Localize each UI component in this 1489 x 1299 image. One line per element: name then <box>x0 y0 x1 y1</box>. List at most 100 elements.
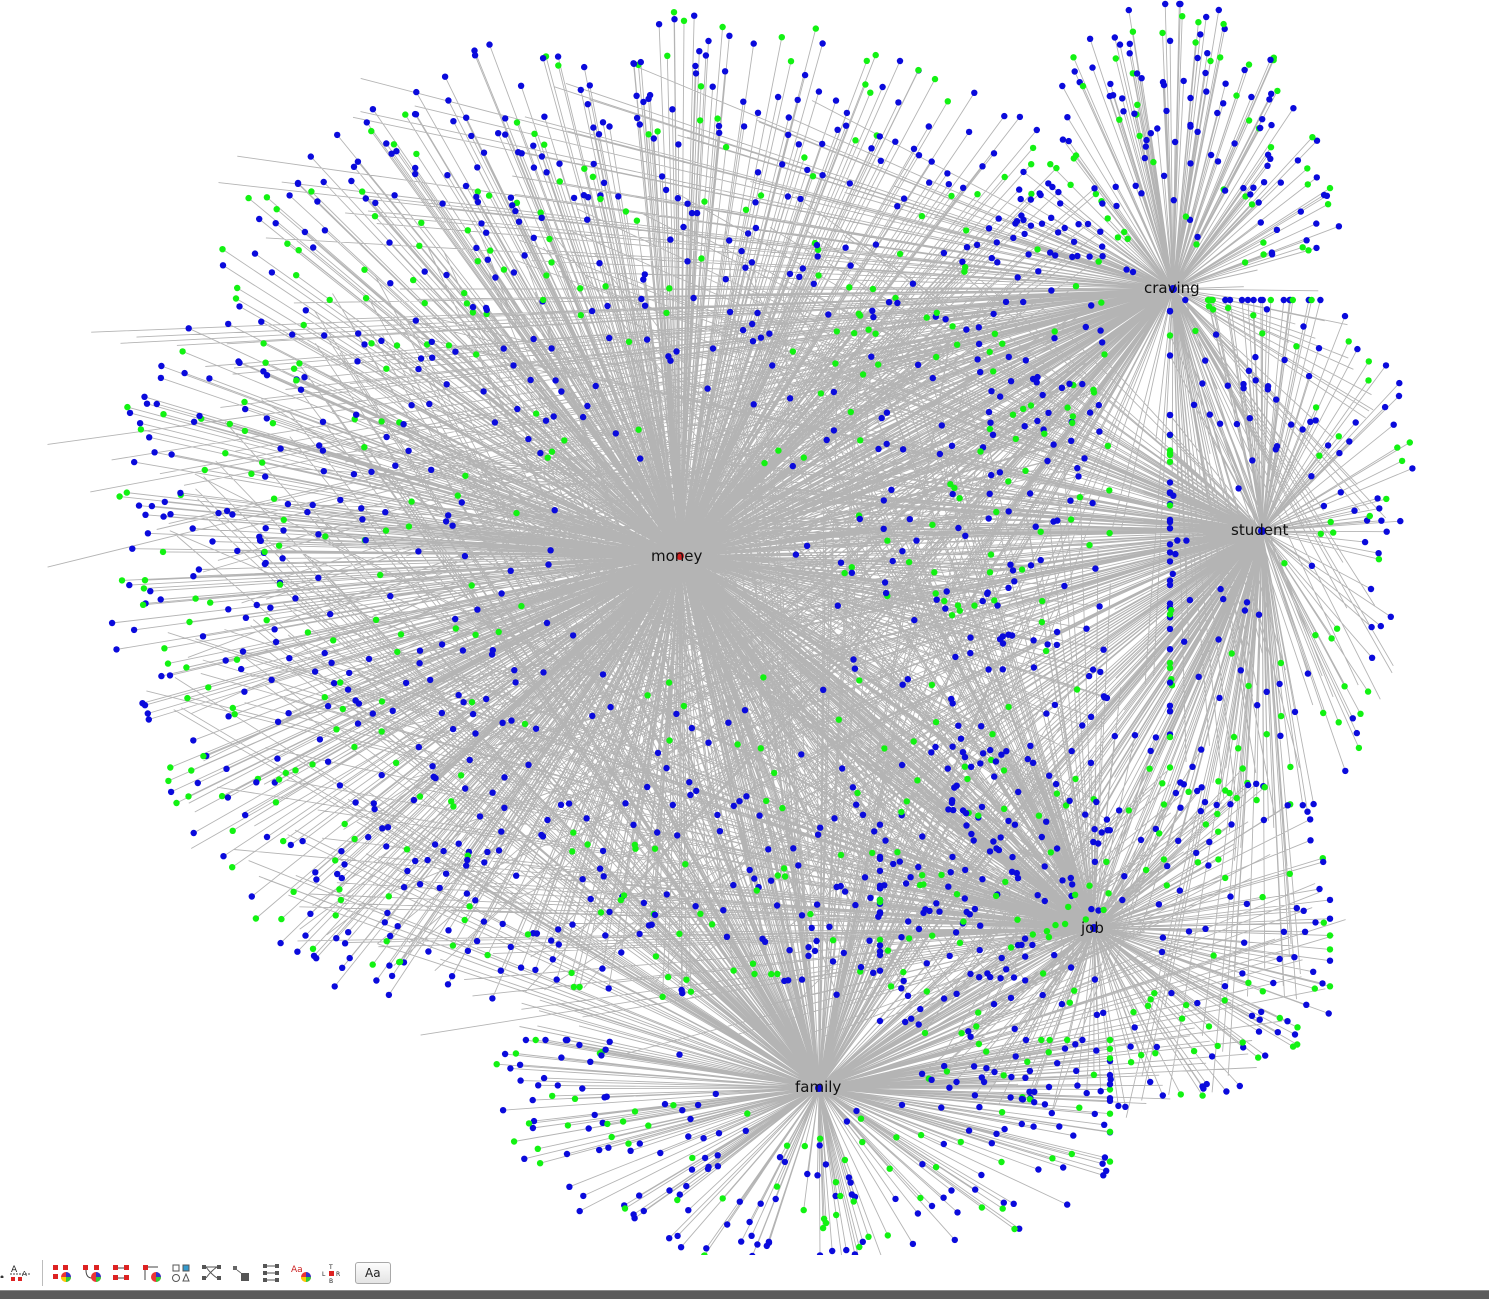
graph-node[interactable] <box>315 531 322 538</box>
graph-node[interactable] <box>147 588 154 595</box>
graph-node[interactable] <box>480 149 488 156</box>
graph-node[interactable] <box>1089 64 1096 71</box>
graph-node[interactable] <box>674 1196 681 1204</box>
graph-node[interactable] <box>462 182 470 190</box>
graph-node[interactable] <box>548 345 555 352</box>
graph-node[interactable] <box>936 908 943 915</box>
graph-node[interactable] <box>701 198 708 205</box>
graph-node[interactable] <box>978 1074 985 1081</box>
graph-node[interactable] <box>556 178 563 185</box>
graph-node[interactable] <box>640 899 648 907</box>
graph-node[interactable] <box>1193 849 1200 857</box>
graph-node[interactable] <box>944 170 951 177</box>
graph-node[interactable] <box>900 977 907 985</box>
graph-node[interactable] <box>1046 772 1053 779</box>
graph-node[interactable] <box>630 1211 637 1218</box>
graph-node[interactable] <box>1297 208 1305 215</box>
graph-node[interactable] <box>1072 775 1079 783</box>
graph-node[interactable] <box>1052 780 1060 788</box>
graph-node[interactable] <box>290 888 297 895</box>
graph-node[interactable] <box>615 193 622 200</box>
graph-node[interactable] <box>953 990 960 997</box>
graph-node[interactable] <box>1378 517 1385 524</box>
graph-node[interactable] <box>1029 931 1037 938</box>
graph-node[interactable] <box>1166 558 1174 565</box>
graph-node[interactable] <box>940 249 948 257</box>
graph-node[interactable] <box>953 891 961 898</box>
graph-node[interactable] <box>1304 670 1312 677</box>
graph-node[interactable] <box>1365 358 1373 365</box>
graph-node[interactable] <box>1045 1083 1053 1091</box>
graph-node[interactable] <box>1090 386 1097 393</box>
graph-node[interactable] <box>601 1094 608 1101</box>
graph-node[interactable] <box>1126 50 1133 57</box>
graph-node[interactable] <box>369 710 376 717</box>
graph-node[interactable] <box>819 40 826 47</box>
graph-node[interactable] <box>742 264 749 271</box>
graph-node[interactable] <box>1368 654 1376 661</box>
graph-node[interactable] <box>368 468 375 475</box>
graph-node[interactable] <box>1047 161 1054 168</box>
graph-node[interactable] <box>1245 61 1253 68</box>
graph-node[interactable] <box>1056 1123 1063 1130</box>
graph-node[interactable] <box>602 283 609 290</box>
graph-node[interactable] <box>592 382 599 390</box>
graph-node[interactable] <box>324 758 332 765</box>
graph-node[interactable] <box>590 124 597 131</box>
graph-node[interactable] <box>1120 108 1127 115</box>
graph-node[interactable] <box>1070 238 1078 245</box>
graph-node[interactable] <box>705 37 712 45</box>
graph-node[interactable] <box>372 616 380 623</box>
graph-node[interactable] <box>742 206 750 213</box>
graph-node[interactable] <box>587 895 594 903</box>
graph-node[interactable] <box>943 1068 951 1075</box>
graph-node[interactable] <box>841 569 848 577</box>
graph-node[interactable] <box>925 123 932 130</box>
graph-node[interactable] <box>512 679 519 686</box>
graph-node[interactable] <box>1152 734 1160 741</box>
graph-node[interactable] <box>871 828 878 835</box>
graph-node[interactable] <box>854 789 861 797</box>
graph-node[interactable] <box>986 348 993 356</box>
graph-node[interactable] <box>412 317 419 324</box>
graph-node[interactable] <box>416 242 423 249</box>
graph-node[interactable] <box>945 883 952 890</box>
graph-node[interactable] <box>1259 330 1266 337</box>
graph-node[interactable] <box>565 800 573 807</box>
graph-node[interactable] <box>959 258 966 265</box>
graph-node[interactable] <box>225 320 232 328</box>
graph-node[interactable] <box>989 731 996 738</box>
graph-node[interactable] <box>200 752 207 760</box>
graph-node[interactable] <box>895 99 902 106</box>
graph-node[interactable] <box>416 881 424 888</box>
graph-node[interactable] <box>596 865 604 872</box>
graph-node[interactable] <box>1185 788 1192 795</box>
graph-node[interactable] <box>1158 948 1166 956</box>
graph-node[interactable] <box>1268 249 1276 256</box>
graph-node[interactable] <box>474 258 481 265</box>
graph-node[interactable] <box>533 410 540 417</box>
graph-node[interactable] <box>701 1252 708 1255</box>
graph-node[interactable] <box>589 712 596 720</box>
graph-node[interactable] <box>1228 650 1235 657</box>
graph-node[interactable] <box>1202 925 1209 932</box>
graph-node[interactable] <box>390 141 398 148</box>
graph-node[interactable] <box>984 590 991 597</box>
graph-node[interactable] <box>452 625 459 632</box>
graph-node[interactable] <box>993 1130 1000 1138</box>
graph-node[interactable] <box>875 361 882 368</box>
label-position-icon[interactable]: T L R B <box>319 1260 345 1286</box>
graph-node[interactable] <box>971 602 978 609</box>
graph-node[interactable] <box>766 330 773 337</box>
graph-node[interactable] <box>1142 866 1150 874</box>
graph-node[interactable] <box>1166 541 1174 548</box>
graph-node[interactable] <box>786 270 794 278</box>
graph-node[interactable] <box>555 941 562 948</box>
graph-node[interactable] <box>394 923 401 930</box>
graph-node[interactable] <box>967 1033 974 1040</box>
graph-node[interactable] <box>498 828 505 835</box>
graph-node[interactable] <box>334 131 341 139</box>
graph-node[interactable] <box>234 284 241 292</box>
graph-node[interactable] <box>430 773 437 780</box>
graph-node[interactable] <box>1038 220 1046 227</box>
